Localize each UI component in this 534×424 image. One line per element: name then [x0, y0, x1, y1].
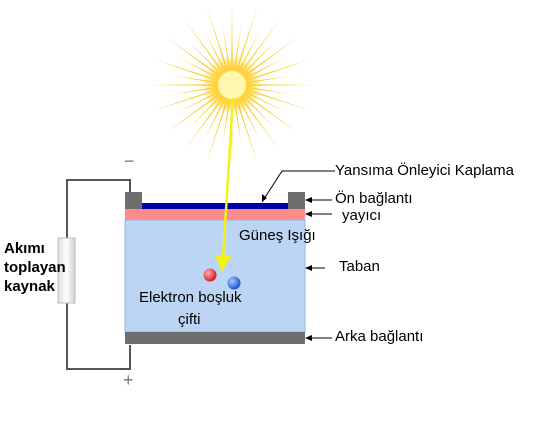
- anti-reflective-coating-label: Yansıma Önleyici Kaplama: [335, 162, 514, 179]
- hole-particle: [227, 276, 241, 290]
- electron-particle: [203, 268, 217, 282]
- plus-terminal-label: +: [123, 370, 134, 390]
- current-source-box: [57, 237, 76, 304]
- anti-reflective-coating-layer: [125, 203, 305, 209]
- substrate-label: Taban: [339, 258, 380, 275]
- sun-core: [218, 71, 246, 99]
- sunlight-arrow: [215, 97, 235, 272]
- pointer-anti-reflective: [261, 170, 335, 203]
- pointer-emitter: [305, 211, 332, 217]
- emitter-label: yayıcı: [342, 207, 382, 224]
- pointer-substrate: [305, 265, 325, 271]
- current-source-label-line2: toplayan: [4, 259, 66, 276]
- minus-terminal-label: −: [124, 151, 135, 171]
- emitter-layer: [125, 209, 305, 220]
- front-contact-label: Ön bağlantı: [335, 190, 413, 207]
- front-contact-left: [125, 192, 142, 209]
- back-contact-label: Arka bağlantı: [335, 328, 424, 345]
- pointer-back-contact: [305, 335, 332, 341]
- front-contact-right: [288, 192, 305, 209]
- sunlight-label: Güneş Işığı: [239, 227, 316, 244]
- sun-icon: [150, 3, 314, 167]
- current-source-label-line3: kaynak: [4, 278, 55, 295]
- electron-hole-pair-label-line1: Elektron boşluk: [139, 289, 242, 306]
- back-contact-layer: [125, 332, 305, 344]
- electron-hole-pair-label-line2: çifti: [178, 311, 201, 328]
- pointer-front-contact: [305, 197, 332, 203]
- current-source-label-line1: Akımı: [4, 240, 45, 257]
- circuit-wire: [66, 179, 131, 370]
